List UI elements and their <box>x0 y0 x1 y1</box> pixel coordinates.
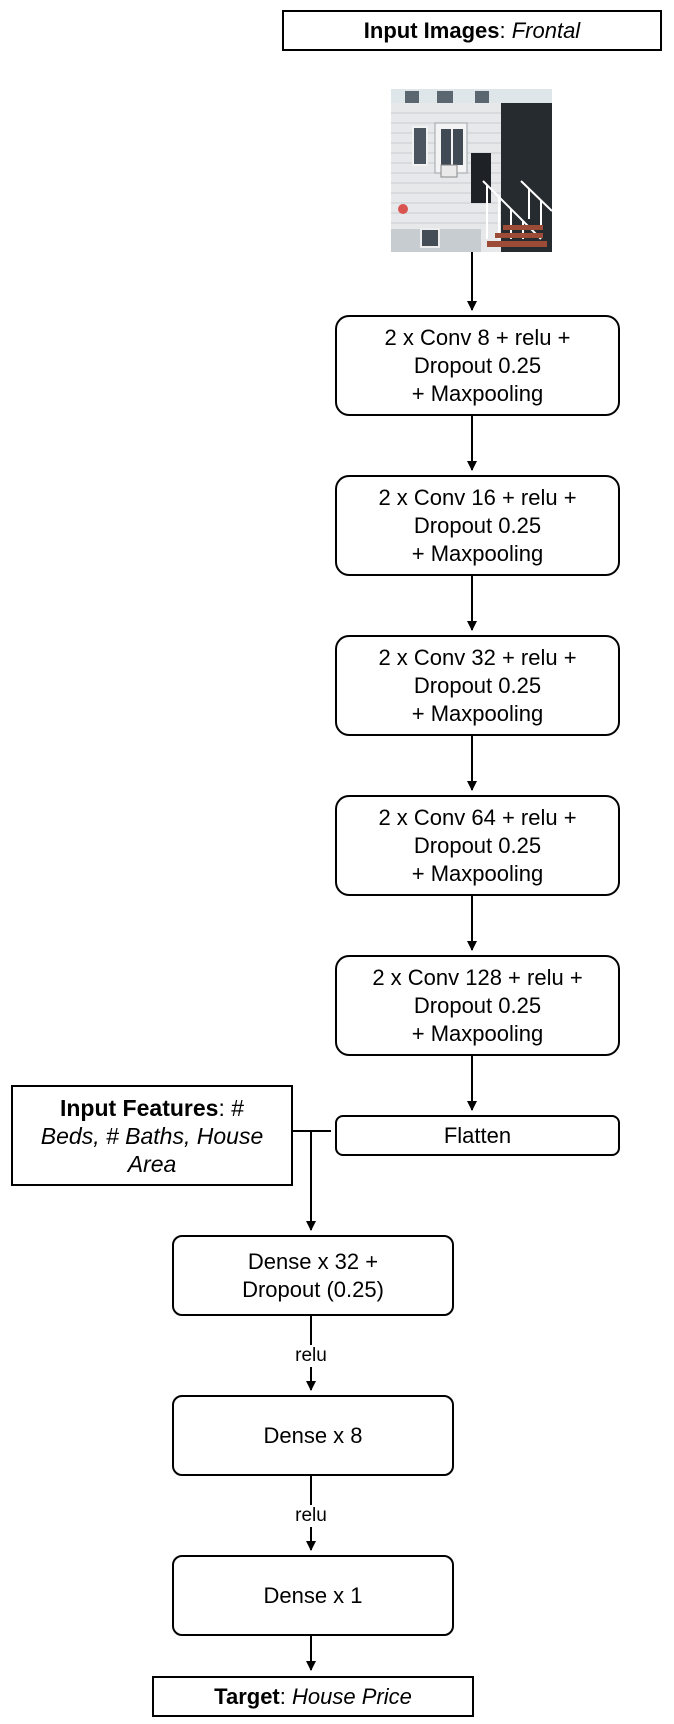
layer-line: + Maxpooling <box>411 700 544 726</box>
layer-line: 2 x Conv 128 + relu + <box>372 964 583 990</box>
input-images-label-bold: Input Images <box>363 17 500 43</box>
layer-line: Dropout 0.25 <box>413 832 542 858</box>
input-features-line3: Area <box>127 1150 177 1177</box>
layer-line: + Maxpooling <box>411 1020 544 1046</box>
target-label-sep: : <box>279 1683 292 1709</box>
layer-line: 2 x Conv 64 + relu + <box>378 804 577 830</box>
input-images-label-sep: : <box>499 17 512 43</box>
input-images-box: Input Images: Frontal <box>282 10 662 51</box>
input-features-line1: Input Features: # <box>41 1094 263 1122</box>
layer-line: + Maxpooling <box>411 860 544 886</box>
dense1-layer: Dense x 1 <box>172 1555 454 1636</box>
dense8-layer: Dense x 8 <box>172 1395 454 1476</box>
conv128-layer: 2 x Conv 128 + relu + Dropout 0.25 + Max… <box>335 955 620 1056</box>
house-photo-drawing <box>391 89 552 252</box>
layer-line: 2 x Conv 8 + relu + <box>384 324 571 350</box>
input-images-label-italic: Frontal <box>511 17 581 43</box>
input-features-label-bold: Input Features <box>59 1094 219 1121</box>
edge-label-relu-2: relu <box>293 1505 329 1527</box>
dense-line: Dropout (0.25) <box>242 1276 384 1302</box>
input-features-line1-rest: : # <box>218 1094 245 1121</box>
target-label-bold: Target <box>214 1683 280 1709</box>
dense-line: Dense x 32 + <box>247 1248 379 1274</box>
flatten-label: Flatten <box>443 1122 512 1148</box>
dense-line: Dense x 8 <box>263 1422 363 1448</box>
dense32-layer: Dense x 32 + Dropout (0.25) <box>172 1235 454 1316</box>
layer-line: Dropout 0.25 <box>413 672 542 698</box>
target-label-italic: House Price <box>292 1683 412 1709</box>
layer-line: 2 x Conv 16 + relu + <box>378 484 577 510</box>
input-features-box: Input Features: # Beds, # Baths, House A… <box>11 1085 293 1186</box>
layer-line: Dropout 0.25 <box>413 352 542 378</box>
layer-line: Dropout 0.25 <box>413 512 542 538</box>
edge-label-relu-1: relu <box>293 1345 329 1367</box>
target-box: Target: House Price <box>152 1676 474 1717</box>
conv64-layer: 2 x Conv 64 + relu + Dropout 0.25 + Maxp… <box>335 795 620 896</box>
input-features-line2: Beds, # Baths, House <box>40 1122 264 1149</box>
house-photo <box>391 89 552 252</box>
conv32-layer: 2 x Conv 32 + relu + Dropout 0.25 + Maxp… <box>335 635 620 736</box>
conv8-layer: 2 x Conv 8 + relu + Dropout 0.25 + Maxpo… <box>335 315 620 416</box>
layer-line: Dropout 0.25 <box>413 992 542 1018</box>
layer-line: + Maxpooling <box>411 540 544 566</box>
target-label: Target: House Price <box>214 1683 412 1711</box>
layer-line: + Maxpooling <box>411 380 544 406</box>
conv16-layer: 2 x Conv 16 + relu + Dropout 0.25 + Maxp… <box>335 475 620 576</box>
dense-line: Dense x 1 <box>263 1582 363 1608</box>
flatten-layer: Flatten <box>335 1115 620 1156</box>
input-images-label: Input Images: Frontal <box>364 17 580 45</box>
layer-line: 2 x Conv 32 + relu + <box>378 644 577 670</box>
